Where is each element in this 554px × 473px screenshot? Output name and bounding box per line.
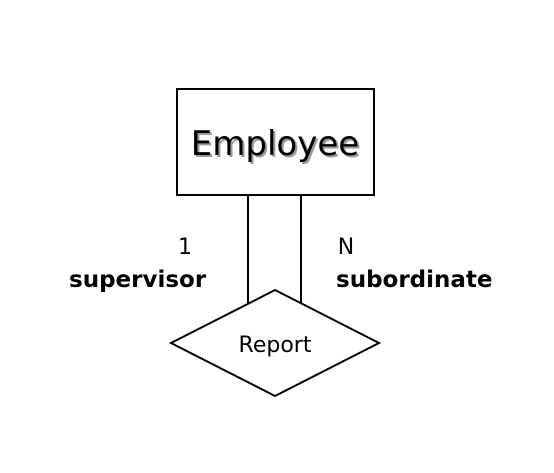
entity-employee-label-shadow: Employee	[193, 126, 361, 166]
entity-employee-label: Employee	[191, 124, 359, 164]
entity-employee-box	[176, 88, 375, 196]
cardinality-left: 1	[178, 235, 192, 260]
role-subordinate: subordinate	[336, 267, 493, 293]
cardinality-right: N	[338, 235, 354, 260]
relationship-report-label: Report	[239, 333, 312, 358]
relationship-report-diamond	[168, 288, 382, 398]
role-supervisor: supervisor	[69, 267, 207, 293]
